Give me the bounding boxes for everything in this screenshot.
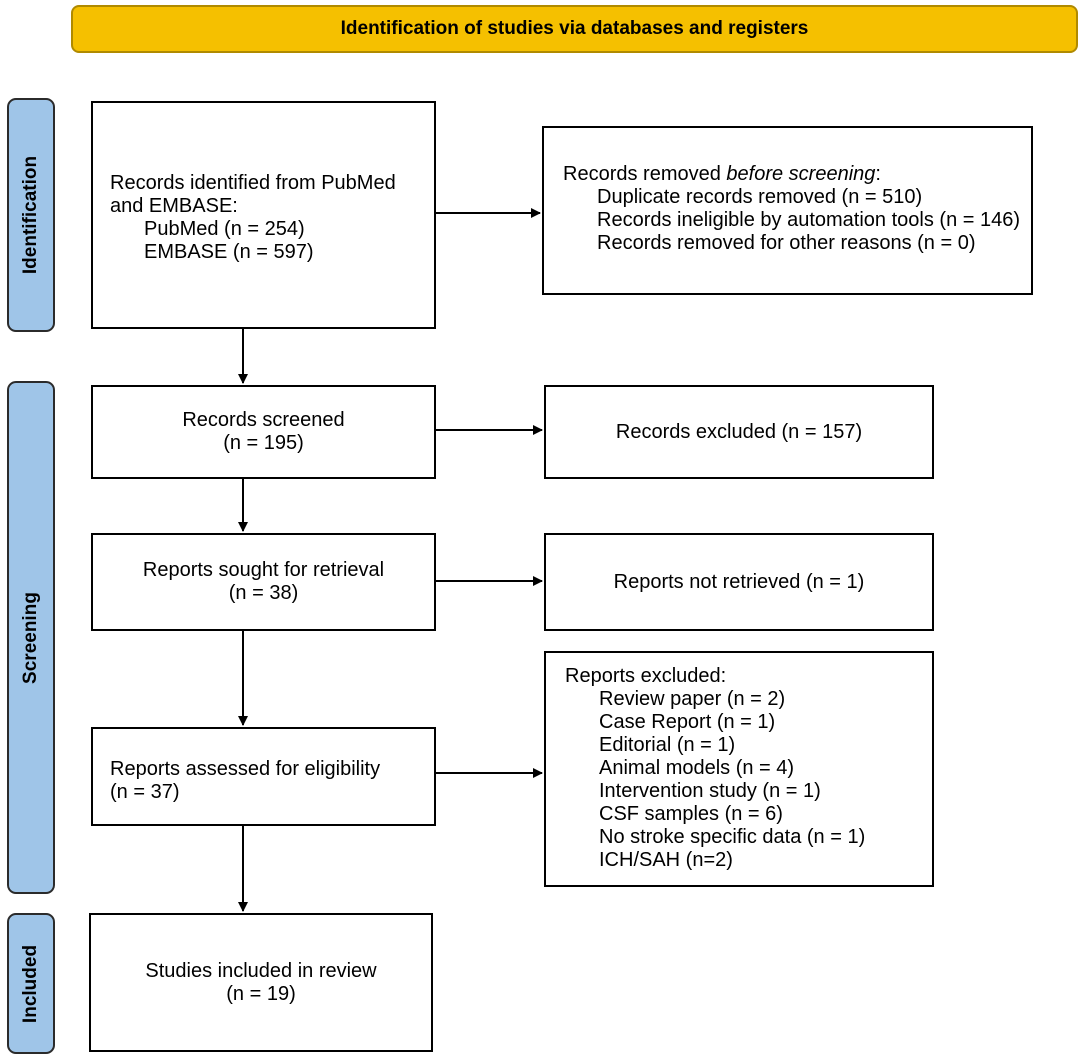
records-removed-title-prefix: Records removed bbox=[563, 163, 727, 185]
reports-not-retrieved-line1: Reports not retrieved (n = 1) bbox=[613, 570, 865, 593]
records-identified-embase: EMBASE (n = 597) bbox=[144, 241, 314, 263]
studies-included-box: Studies included in review (n = 19) bbox=[89, 913, 433, 1052]
reports-excluded-item: CSF samples (n = 6) bbox=[599, 803, 783, 825]
records-excluded-line1: Records excluded (n = 157) bbox=[615, 420, 863, 443]
reports-excluded-item: Intervention study (n = 1) bbox=[599, 780, 821, 802]
reports-excluded-item: No stroke specific data (n = 1) bbox=[599, 826, 866, 848]
records-identified-pubmed: PubMed (n = 254) bbox=[144, 218, 305, 240]
records-identified-box: Records identified from PubMed and EMBAS… bbox=[91, 101, 436, 329]
reports-assessed-line1: Reports assessed for eligibility bbox=[110, 758, 381, 780]
reports-assessed-line2: (n = 37) bbox=[110, 781, 180, 803]
reports-excluded-item: Review paper (n = 2) bbox=[599, 688, 786, 710]
reports-not-retrieved-box: Reports not retrieved (n = 1) bbox=[544, 533, 934, 631]
phase-screening: Screening bbox=[7, 381, 55, 894]
reports-sought-box: Reports sought for retrieval (n = 38) bbox=[91, 533, 436, 631]
records-removed-item: Records removed for other reasons (n = 0… bbox=[597, 232, 976, 254]
records-removed-title-suffix: : bbox=[875, 163, 881, 185]
phase-identification: Identification bbox=[7, 98, 55, 332]
header-banner: Identification of studies via databases … bbox=[71, 5, 1078, 53]
reports-assessed-box: Reports assessed for eligibility (n = 37… bbox=[91, 727, 436, 826]
reports-excluded-box: Reports excluded: Review paper (n = 2) C… bbox=[544, 651, 934, 887]
records-identified-line1: Records identified from PubMed bbox=[110, 172, 396, 194]
reports-excluded-item: Animal models (n = 4) bbox=[599, 757, 795, 779]
records-removed-title: Records removed before screening: bbox=[563, 163, 1031, 186]
records-removed-box: Records removed before screening: Duplic… bbox=[542, 126, 1033, 295]
studies-included-line1: Studies included in review bbox=[145, 959, 377, 982]
reports-sought-line2: (n = 38) bbox=[228, 582, 299, 604]
records-screened-line1: Records screened bbox=[182, 409, 345, 431]
reports-sought-line1: Reports sought for retrieval bbox=[142, 559, 385, 581]
records-screened-box: Records screened (n = 195) bbox=[91, 385, 436, 479]
records-excluded-box: Records excluded (n = 157) bbox=[544, 385, 934, 479]
reports-excluded-title: Reports excluded: bbox=[565, 665, 727, 687]
phase-included: Included bbox=[7, 913, 55, 1054]
header-title: Identification of studies via databases … bbox=[340, 18, 809, 39]
studies-included-line2: (n = 19) bbox=[226, 982, 296, 1005]
reports-excluded-item: Case Report (n = 1) bbox=[599, 711, 776, 733]
reports-excluded-item: ICH/SAH (n=2) bbox=[599, 849, 733, 871]
records-removed-title-italic: before screening bbox=[726, 163, 876, 185]
records-removed-item: Records ineligible by automation tools (… bbox=[597, 209, 1021, 231]
records-removed-item: Duplicate records removed (n = 510) bbox=[597, 186, 923, 208]
reports-excluded-item: Editorial (n = 1) bbox=[599, 734, 736, 756]
records-screened-line2: (n = 195) bbox=[223, 432, 304, 454]
records-identified-line2: and EMBASE: bbox=[110, 195, 238, 217]
